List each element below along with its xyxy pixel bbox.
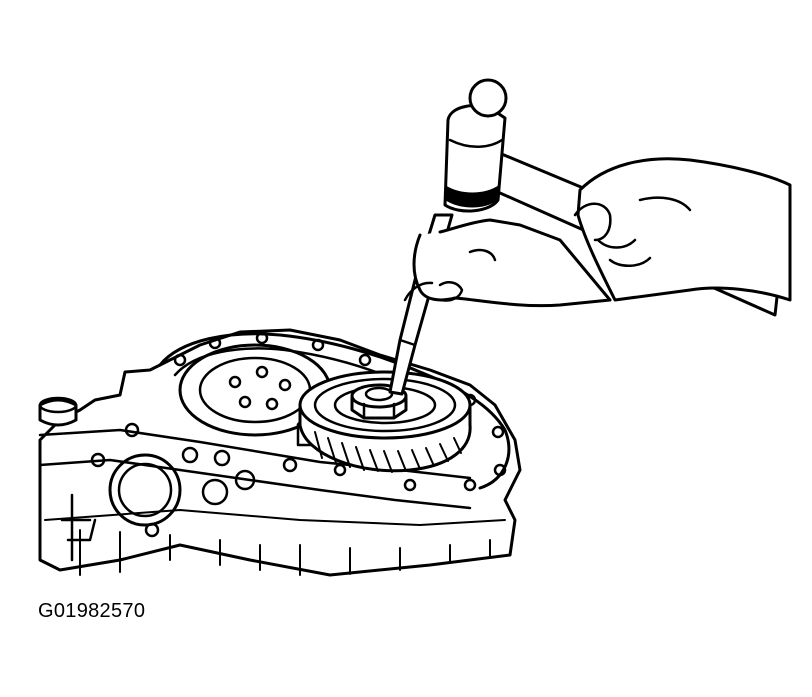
right-hand [573,157,792,302]
figure-code-label: G01982570 [38,600,146,622]
left-hand [403,218,612,308]
lock-nut [350,383,408,420]
